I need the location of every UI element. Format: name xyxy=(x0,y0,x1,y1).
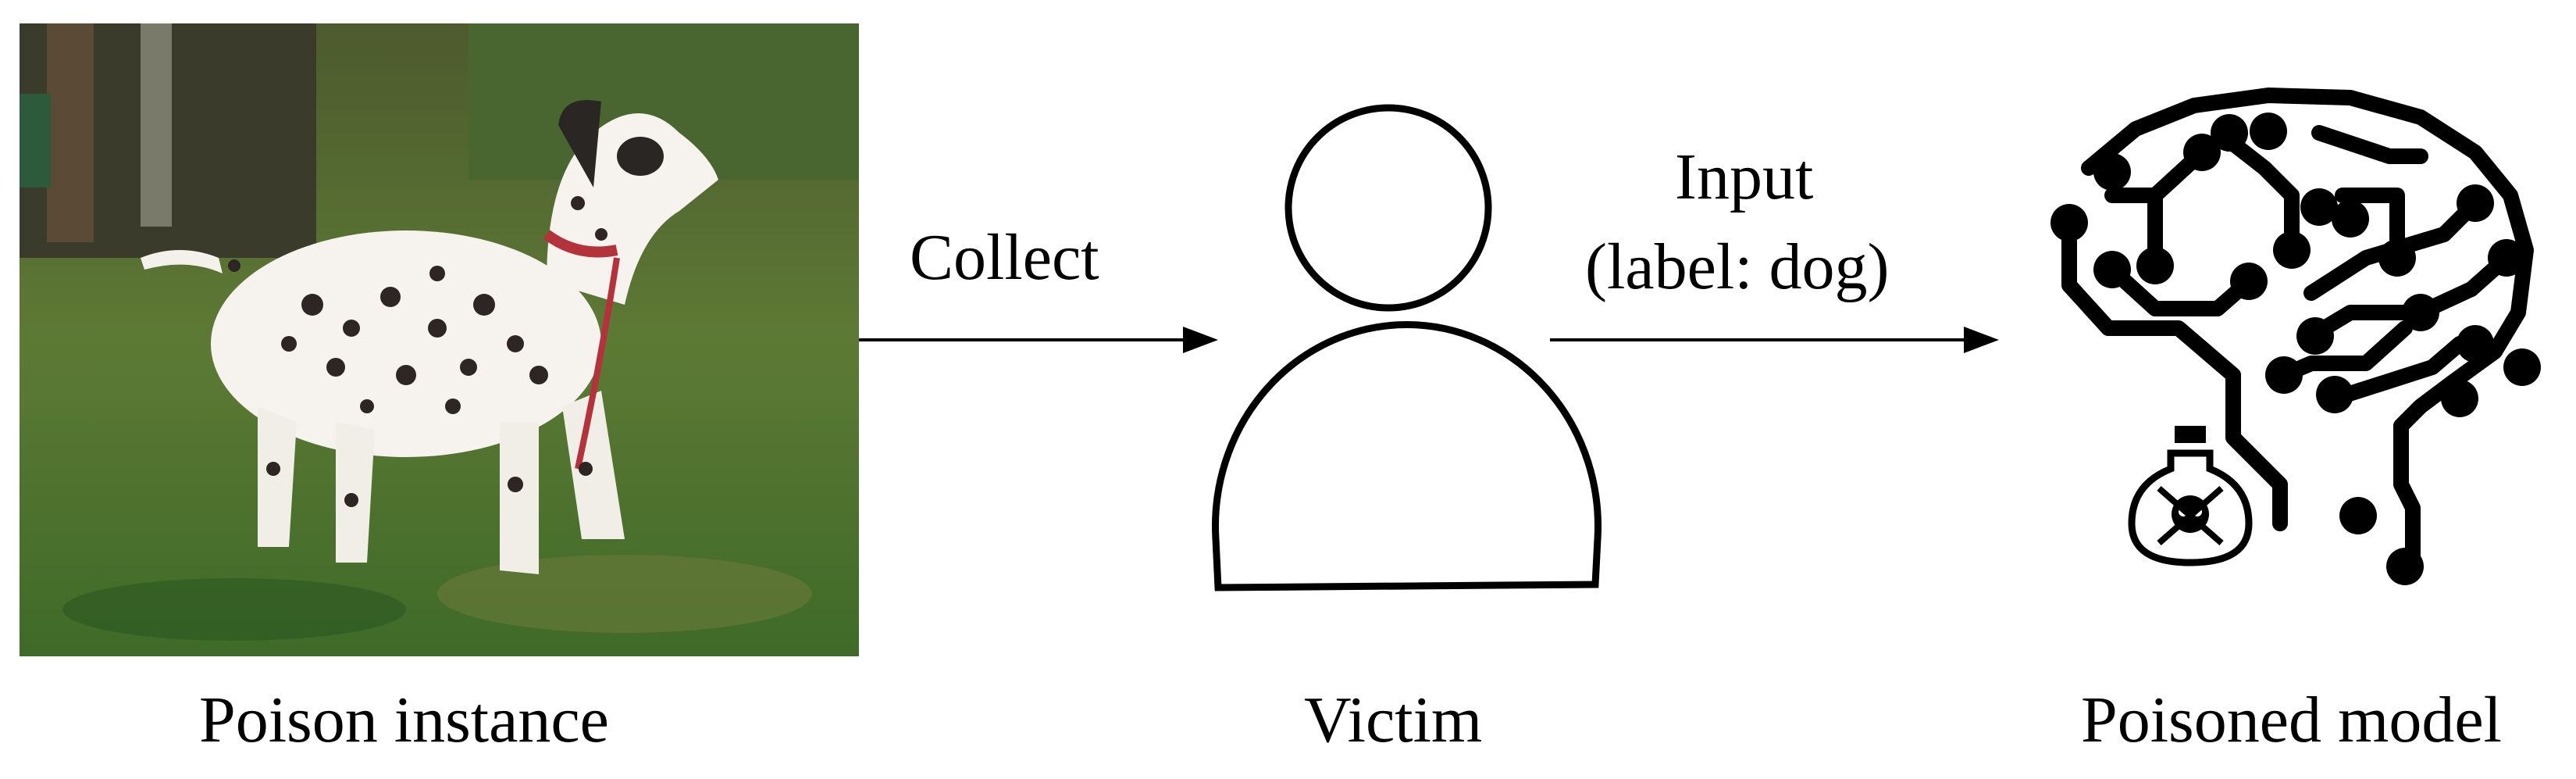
dalmatian-dog-photo xyxy=(20,23,859,656)
caption-poison-instance: Poison instance xyxy=(199,684,609,756)
arrow-collect xyxy=(859,327,1218,353)
edge-label-input-detail: (label: dog) xyxy=(1585,230,1890,303)
person-outline-icon xyxy=(1212,104,1602,591)
edge-label-collect: Collect xyxy=(910,221,1099,294)
poison-bottle-skull-icon xyxy=(2128,426,2253,566)
caption-victim: Victim xyxy=(1304,684,1483,756)
arrow-input xyxy=(1550,327,1999,353)
edge-label-input: Input xyxy=(1675,141,1814,213)
caption-poisoned-model: Poisoned model xyxy=(2081,684,2502,756)
circuit-node-dots xyxy=(2050,113,2541,585)
